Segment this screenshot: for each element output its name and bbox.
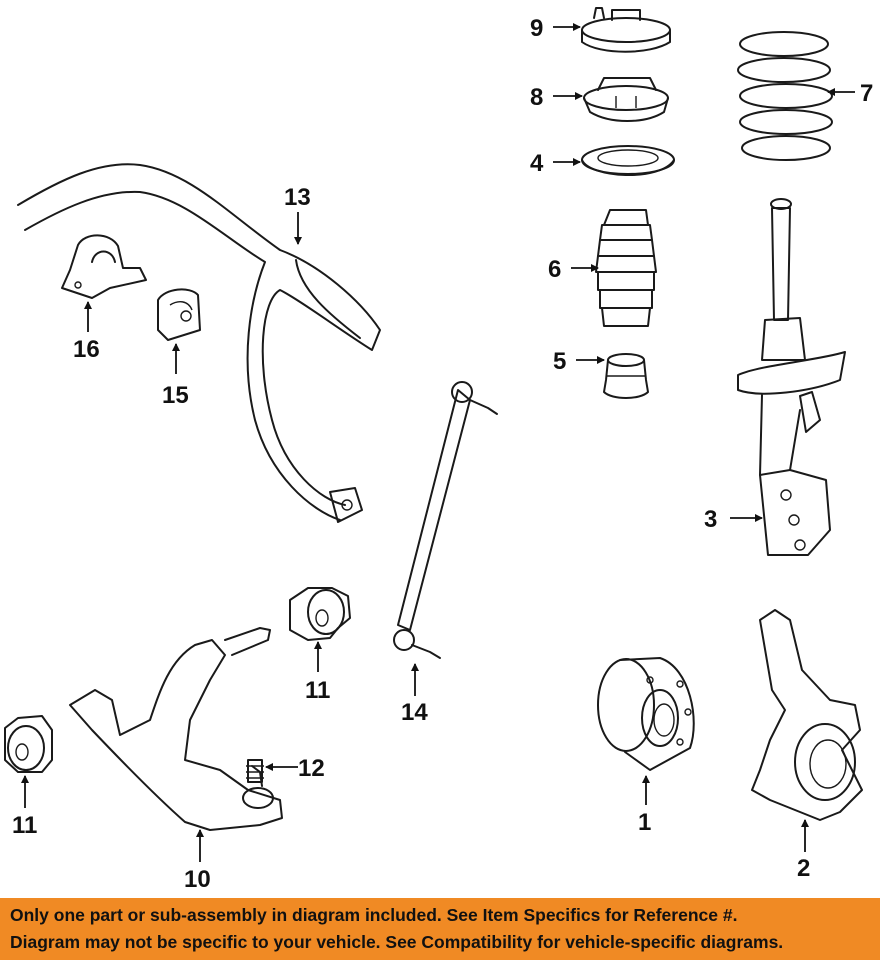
control-arm-bushing-lower (4, 715, 53, 773)
callout-16: 16 (73, 336, 100, 363)
lower-control-arm (69, 627, 283, 831)
callout-1: 1 (638, 809, 651, 836)
callout-7: 7 (860, 80, 873, 107)
callout-12: 12 (298, 755, 325, 782)
suspension-diagram: 9 8 4 6 5 7 3 1 2 13 16 15 11 11 10 12 1… (4, 7, 873, 893)
callout-6: 6 (548, 256, 561, 283)
callout-2: 2 (797, 855, 810, 882)
hub-bearing (597, 657, 695, 771)
callout-14: 14 (401, 699, 428, 726)
steering-knuckle (751, 609, 863, 821)
callout-8: 8 (530, 84, 543, 111)
disclaimer-banner: Only one part or sub-assembly in diagram… (0, 898, 880, 960)
stabilizer-bracket (61, 234, 147, 299)
control-arm-bushing-upper (289, 587, 351, 641)
callout-4: 4 (530, 150, 544, 177)
disclaimer-line-2: Diagram may not be specific to your vehi… (10, 932, 784, 952)
callout-11-upper: 11 (305, 677, 330, 704)
stabilizer-link (393, 381, 498, 659)
dust-boot (595, 209, 657, 327)
callout-15: 15 (162, 382, 189, 409)
strut-mount (581, 7, 671, 53)
callout-10: 10 (184, 866, 211, 893)
disclaimer-line-1: Only one part or sub-assembly in diagram… (10, 905, 738, 925)
strut (737, 198, 846, 556)
strut-bearing (583, 77, 669, 122)
jounce-bumper (603, 353, 649, 399)
ball-joint (246, 759, 264, 783)
leader-lines (21, 23, 855, 862)
callout-5: 5 (553, 348, 566, 375)
callout-13: 13 (284, 184, 311, 211)
stabilizer-bar (17, 163, 381, 523)
callout-11-lower: 11 (12, 812, 37, 839)
coil-spring (737, 31, 833, 161)
spring-insulator (581, 145, 675, 177)
stabilizer-bushing (157, 288, 201, 341)
callout-9: 9 (530, 15, 543, 42)
callout-3: 3 (704, 506, 717, 533)
